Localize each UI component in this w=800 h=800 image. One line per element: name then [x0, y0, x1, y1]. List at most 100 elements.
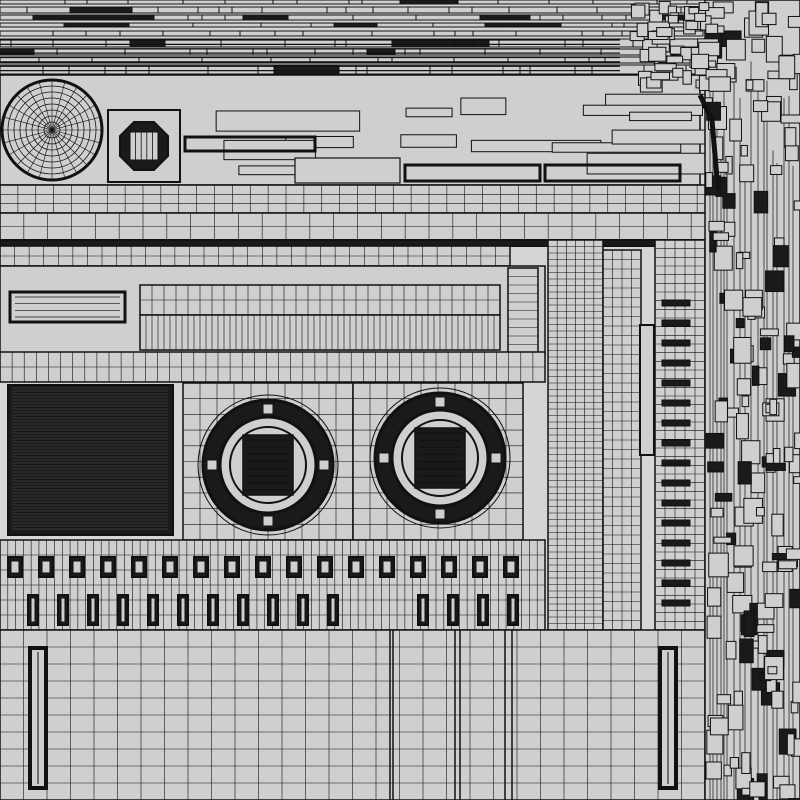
right-piece [735, 252, 744, 270]
small-post-inner [420, 597, 426, 623]
right-piece [785, 145, 799, 162]
right-piece [771, 690, 784, 709]
fan-spoke [51, 129, 66, 179]
right-piece [793, 200, 800, 211]
top-band-segment [252, 48, 268, 56]
small-box-inner [72, 560, 82, 574]
top-right-piece [680, 47, 692, 61]
top-right-piece [708, 76, 731, 92]
right-piece [750, 472, 766, 494]
top-band-segment [505, 14, 531, 21]
right-piece [713, 245, 733, 271]
small-post-inner [30, 597, 36, 623]
right-piece [710, 507, 724, 518]
right-piece [787, 15, 800, 28]
right-piece [743, 610, 755, 638]
porthole-bolt [434, 508, 446, 520]
top-band-segment [85, 30, 121, 37]
porthole-block [242, 434, 294, 496]
top-band-segment [127, 0, 184, 5]
top-band-segment [209, 30, 241, 37]
top-band-segment [448, 6, 473, 14]
top-right-piece [654, 63, 677, 72]
top-band-segment [376, 22, 434, 28]
porthole-block [414, 427, 466, 489]
top-band-segment [539, 48, 602, 56]
nut-center [129, 131, 159, 161]
fan-spoke [16, 94, 53, 131]
porthole-bolt [378, 452, 390, 464]
right-piece [794, 432, 800, 450]
right-piece [757, 635, 768, 654]
porthole-core [401, 419, 479, 497]
column-slot [661, 439, 691, 447]
right-piece [736, 413, 749, 440]
small-box-inner [41, 560, 51, 574]
right-piece [780, 114, 800, 124]
top-band-segment [407, 6, 450, 14]
small-box-inner [134, 560, 144, 574]
right-piece [745, 79, 754, 91]
right-piece [741, 440, 761, 465]
small-box-inner [351, 560, 361, 574]
right-piece [762, 561, 778, 573]
right-piece [770, 165, 783, 175]
top-band-segment [218, 6, 233, 14]
right-piece [705, 172, 713, 189]
porthole-bolt [318, 459, 330, 471]
right-piece [755, 507, 765, 517]
top-band-segment [64, 0, 88, 5]
top-band-segment [314, 48, 354, 56]
small-post-inner [210, 597, 216, 623]
right-piece [742, 297, 763, 317]
right-piece [765, 270, 785, 293]
right-piece [765, 462, 786, 471]
top-band-segment [371, 30, 435, 37]
right-piece [786, 362, 800, 389]
right-piece [727, 704, 744, 731]
fan-spoke [8, 104, 53, 131]
right-piece [771, 513, 784, 537]
top-band-segment [310, 22, 335, 28]
top-band-segment [0, 22, 65, 28]
right-piece [772, 245, 789, 268]
top-band-segment [471, 6, 510, 14]
right-piece [792, 681, 800, 704]
right-piece [724, 289, 744, 311]
upper-part [405, 107, 453, 118]
small-box-inner [227, 560, 237, 574]
right-piece [733, 336, 752, 364]
small-post-inner [150, 597, 156, 623]
slot [403, 163, 542, 183]
block [294, 157, 401, 184]
top-band-segment [560, 22, 613, 28]
top-band-segment [131, 6, 159, 14]
column-slot [661, 599, 691, 607]
top-band-segment [86, 0, 129, 5]
right-piece [708, 220, 725, 232]
fan-spoke [51, 116, 101, 131]
small-post-inner [330, 597, 336, 623]
column-slot [661, 519, 691, 527]
top-right-piece [656, 27, 673, 37]
top-right-piece [666, 55, 684, 64]
right-piece [771, 553, 788, 561]
porthole-bolt [262, 403, 274, 415]
top-band-segment [69, 6, 133, 14]
right-piece [707, 587, 722, 607]
small-box-inner [196, 560, 206, 574]
right-piece [778, 55, 796, 80]
top-band-segment [404, 48, 421, 56]
right-piece [752, 100, 769, 113]
right-piece [767, 70, 781, 80]
top-band-segment [182, 0, 226, 5]
right-piece [712, 232, 729, 241]
right-piece [761, 12, 777, 26]
fan-spoke [26, 129, 53, 174]
top-right-piece [672, 67, 684, 78]
top-band-segment [26, 6, 71, 14]
top-right-piece [698, 41, 721, 57]
right-piece [714, 492, 733, 502]
fan-spoke [51, 81, 66, 131]
